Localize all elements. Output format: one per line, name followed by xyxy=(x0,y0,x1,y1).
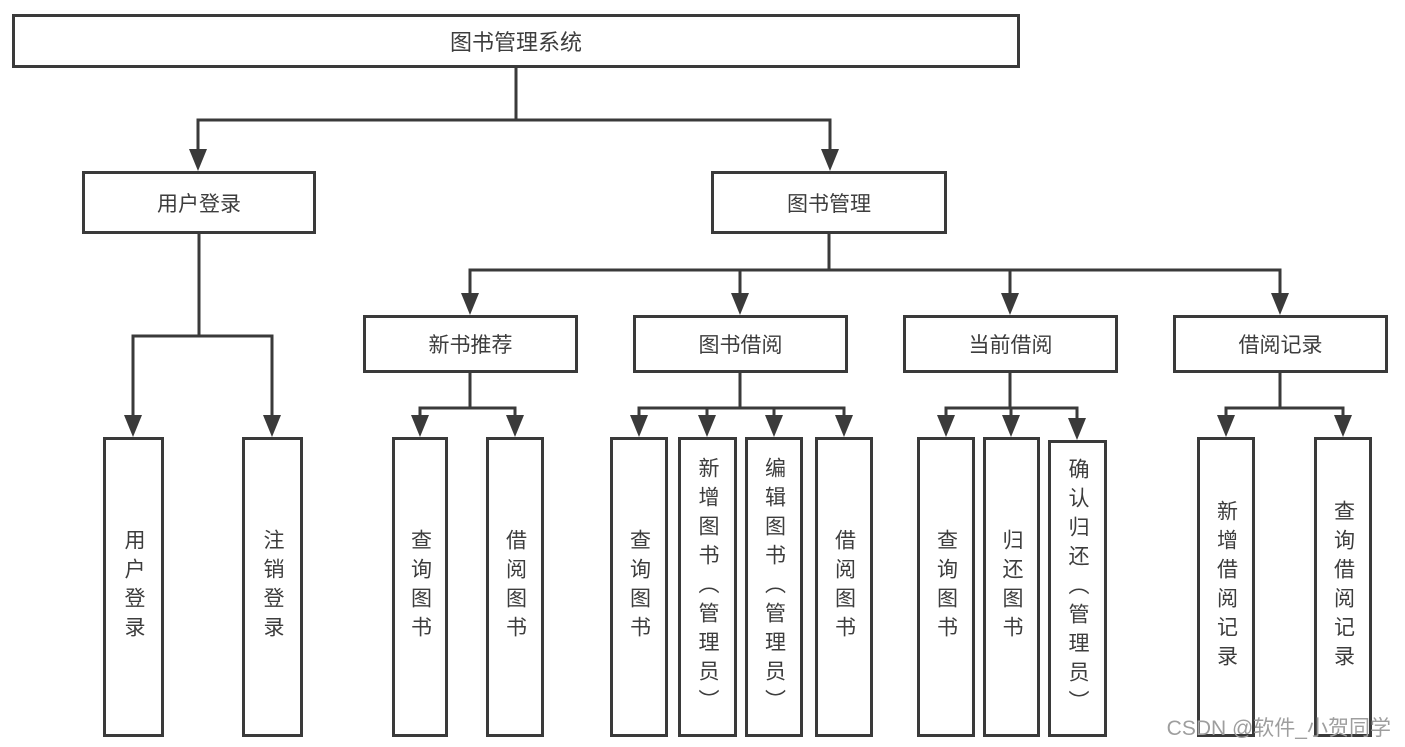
node-label: 借阅记录 xyxy=(1238,334,1323,357)
leaf-label: 借阅图书 xyxy=(832,529,856,645)
leaf-add-book-admin: 新增图书（管理员） xyxy=(678,437,737,737)
leaf-confirm-return-admin: 确认归还（管理员） xyxy=(1048,440,1107,737)
leaf-label: 用户登录 xyxy=(122,529,145,645)
leaf-logout: 注销登录 xyxy=(242,437,303,737)
leaf-label: 查询图书 xyxy=(627,529,651,645)
leaf-label: 查询图书 xyxy=(934,529,958,645)
node-book-management: 图书管理 xyxy=(711,171,947,234)
leaf-borrow-books-recommend: 借阅图书 xyxy=(486,437,544,737)
leaf-label: 新增借阅记录 xyxy=(1214,500,1238,674)
leaf-query-books-borrowing: 查询图书 xyxy=(610,437,668,737)
node-label: 当前借阅 xyxy=(968,334,1053,357)
leaf-label: 编辑图书（管理员） xyxy=(762,456,786,718)
leaf-borrow-books-borrowing: 借阅图书 xyxy=(815,437,873,737)
arrowheads xyxy=(124,149,1352,440)
node-label: 用户登录 xyxy=(157,192,241,216)
node-new-book-recommendation: 新书推荐 xyxy=(363,315,578,373)
node-borrowing-records: 借阅记录 xyxy=(1173,315,1388,373)
node-book-borrowing: 图书借阅 xyxy=(633,315,848,373)
leaf-label: 查询图书 xyxy=(408,529,432,645)
node-label: 图书管理 xyxy=(787,192,871,216)
leaf-label: 新增图书（管理员） xyxy=(696,456,719,718)
node-library-management-system: 图书管理系统 xyxy=(12,14,1020,68)
leaf-label: 借阅图书 xyxy=(503,529,527,645)
leaf-label: 注销登录 xyxy=(261,529,284,645)
leaf-return-book: 归还图书 xyxy=(983,437,1040,737)
leaf-edit-book-admin: 编辑图书（管理员） xyxy=(745,437,803,737)
leaf-query-books-current: 查询图书 xyxy=(917,437,975,737)
node-user-login: 用户登录 xyxy=(82,171,316,234)
leaf-label: 确认归还（管理员） xyxy=(1066,458,1089,719)
leaf-label: 查询借阅记录 xyxy=(1331,500,1355,674)
leaf-query-borrow-record: 查询借阅记录 xyxy=(1314,437,1372,737)
node-current-borrowing: 当前借阅 xyxy=(903,315,1118,373)
leaf-label: 归还图书 xyxy=(1000,529,1023,645)
node-label: 图书借阅 xyxy=(698,334,783,357)
leaf-query-books-recommend: 查询图书 xyxy=(392,437,448,737)
node-label: 图书管理系统 xyxy=(449,30,582,55)
csdn-watermark: CSDN @软件_小贺同学 xyxy=(1166,717,1391,740)
node-label: 新书推荐 xyxy=(428,334,513,357)
leaf-user-login: 用户登录 xyxy=(103,437,164,737)
leaf-add-borrow-record: 新增借阅记录 xyxy=(1197,437,1255,737)
